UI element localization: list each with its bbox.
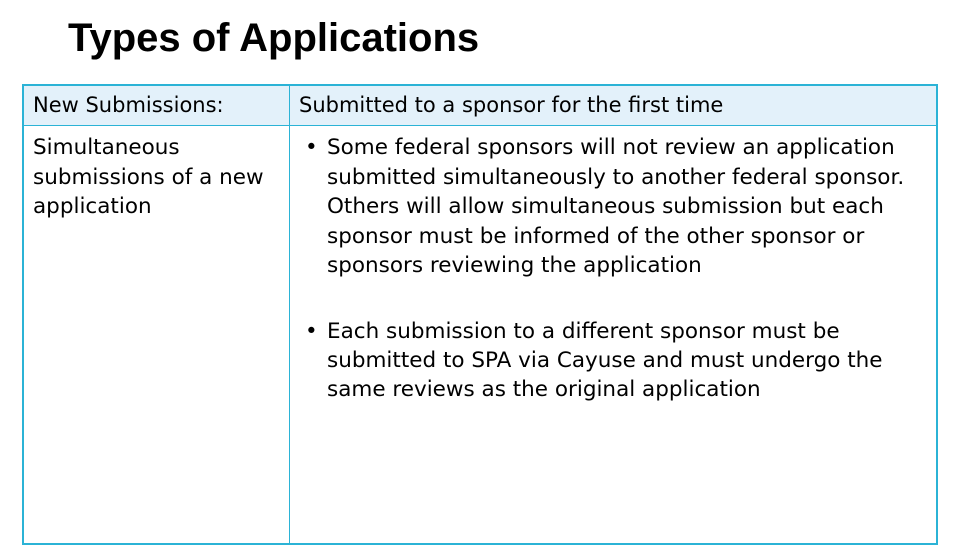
bullet-list: • Some federal sponsors will not review … [299,133,926,405]
new-submissions-label-cell: New Submissions: [23,84,290,127]
table-row: Simultaneous submissions of a new applic… [23,125,937,545]
list-item-text: Each submission to a different sponsor m… [327,318,883,403]
content-table: New Submissions: Submitted to a sponsor … [23,84,937,545]
bullet-icon: • [305,318,318,344]
table-row: New Submissions: Submitted to a sponsor … [23,84,937,127]
new-submissions-label: New Submissions: [33,93,224,117]
content-table-container: New Submissions: Submitted to a sponsor … [22,84,938,545]
simultaneous-label-cell: Simultaneous submissions of a new applic… [23,125,290,545]
new-submissions-value: Submitted to a sponsor for the first tim… [299,93,724,117]
simultaneous-label: Simultaneous submissions of a new applic… [33,135,264,220]
page-title: Types of Applications [68,16,480,60]
new-submissions-value-cell: Submitted to a sponsor for the first tim… [289,84,937,127]
simultaneous-bullets: • Some federal sponsors will not review … [290,126,936,543]
list-item: • Each submission to a different sponsor… [299,317,926,405]
simultaneous-value-cell: • Some federal sponsors will not review … [289,125,937,545]
list-item: • Some federal sponsors will not review … [299,133,926,280]
list-item-text: Some federal sponsors will not review an… [327,135,905,279]
bullet-icon: • [305,135,318,161]
